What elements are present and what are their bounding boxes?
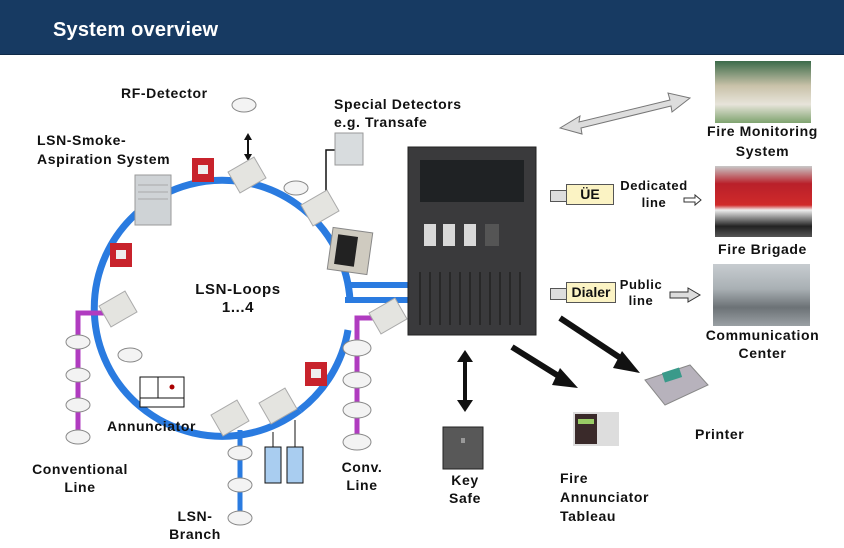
fire-brigade-label: Fire Brigade bbox=[718, 241, 807, 257]
manual-call-point-icon bbox=[110, 243, 132, 267]
annunciator-label: Annunciator bbox=[107, 418, 197, 434]
printer-icon bbox=[644, 364, 709, 406]
page-title: System overview bbox=[53, 19, 219, 41]
transafe-detector-icon bbox=[334, 132, 364, 166]
manual-call-point-icon bbox=[192, 158, 214, 182]
lsn-loops-label-1: LSN-Loops bbox=[195, 281, 281, 298]
public-line-arrow bbox=[669, 287, 701, 303]
lsn-branch-label-1: LSN- bbox=[177, 508, 213, 524]
key-safe-icon bbox=[442, 426, 484, 470]
communication-center-photo bbox=[713, 264, 810, 326]
lsn-branch-label-2: Branch bbox=[169, 526, 221, 542]
loop-module bbox=[227, 156, 267, 194]
tableau-label-2: Annunciator bbox=[560, 489, 650, 505]
communication-center-label-1: Communication bbox=[705, 327, 820, 343]
conventional-line-label-1: Conventional bbox=[32, 461, 128, 477]
header-bar: System overview bbox=[0, 0, 844, 55]
loop-module bbox=[98, 290, 138, 328]
loop-module bbox=[300, 189, 340, 227]
key-safe-label-1: Key bbox=[451, 472, 479, 488]
smoke-detector-icons bbox=[65, 97, 372, 526]
monitoring-link-arrow bbox=[558, 92, 692, 135]
communication-center-label-2: Center bbox=[738, 345, 787, 361]
lsn-loops-label-2: 1...4 bbox=[221, 299, 255, 316]
conventional-line-label-2: Line bbox=[64, 479, 96, 495]
dedicated-line-label-1: Dedicated bbox=[620, 178, 688, 193]
printer-arrow bbox=[558, 315, 640, 373]
special-detectors-label-1: Special Detectors bbox=[334, 96, 462, 112]
loop-module bbox=[368, 297, 408, 335]
loop-module bbox=[258, 387, 298, 425]
dialer-box: Dialer bbox=[566, 282, 616, 303]
rf-detector-label: RF-Detector bbox=[121, 85, 208, 101]
manual-call-point-icon bbox=[305, 362, 327, 386]
key-safe-arrow bbox=[457, 350, 473, 412]
key-safe-label-2: Safe bbox=[449, 490, 481, 506]
printer-label: Printer bbox=[695, 426, 745, 442]
tableau-label-1: Fire bbox=[560, 470, 589, 486]
dedicated-line-arrow bbox=[683, 193, 702, 207]
fire-brigade-photo bbox=[715, 166, 812, 237]
ue-box: ÜE bbox=[566, 184, 614, 205]
smoke-aspiration-label-2: Aspiration System bbox=[37, 151, 171, 167]
conv-line-label-1: Conv. bbox=[341, 459, 383, 475]
tableau-label-3: Tableau bbox=[560, 508, 617, 524]
aspiration-system-icon bbox=[134, 174, 172, 226]
dedicated-line-label-2: line bbox=[641, 195, 667, 210]
fire-monitoring-label-2: System bbox=[735, 143, 790, 159]
keypad-panel-icon bbox=[326, 226, 374, 276]
special-detector-wire bbox=[325, 149, 335, 193]
loop-module bbox=[210, 399, 250, 437]
public-line-label-1: Public bbox=[619, 277, 663, 292]
lsn-loop bbox=[90, 176, 408, 440]
fire-monitoring-photo bbox=[715, 61, 811, 123]
special-detectors-label-2: e.g. Transafe bbox=[334, 114, 428, 130]
fire-panel bbox=[407, 146, 537, 336]
annunciator-icon bbox=[139, 376, 185, 408]
fire-monitoring-label-1: Fire Monitoring bbox=[707, 123, 818, 139]
tableau-arrow bbox=[510, 344, 578, 388]
public-line-label-2: line bbox=[628, 293, 654, 308]
tableau-icon bbox=[573, 412, 619, 446]
rf-link-arrow bbox=[244, 133, 252, 161]
conv-line-label-2: Line bbox=[346, 477, 378, 493]
door-device-icon bbox=[264, 420, 304, 484]
smoke-aspiration-label-1: LSN-Smoke- bbox=[37, 132, 127, 148]
